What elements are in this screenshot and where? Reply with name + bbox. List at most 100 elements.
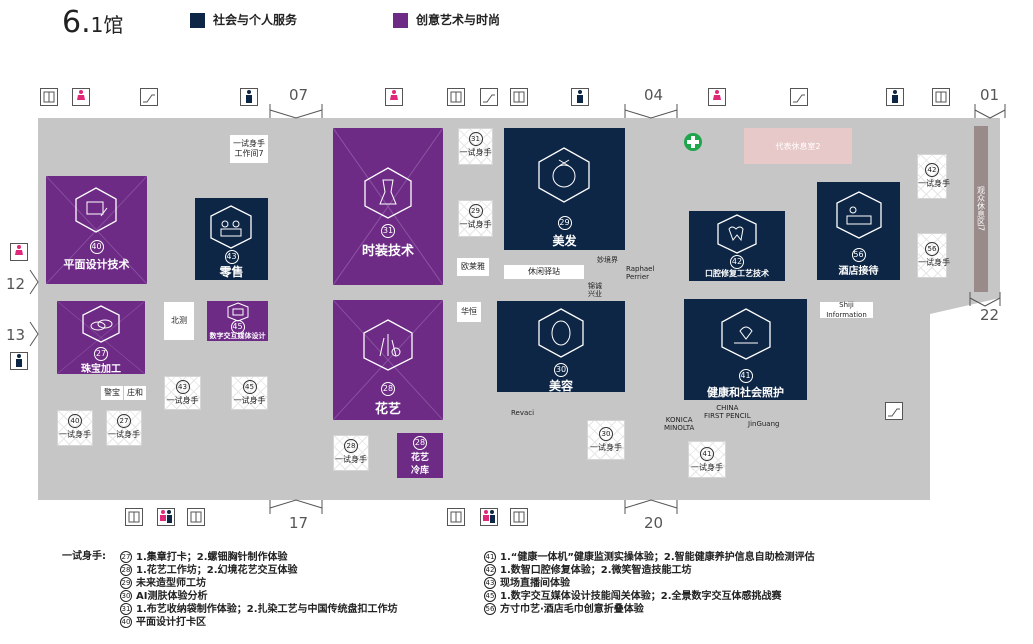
booth-31-fashion-technology[interactable]: 31 时装技术: [333, 128, 443, 285]
footer-item-text: 1.集章打卡；2.螺钿胸针制作体验: [136, 552, 288, 563]
booth-number: 28: [381, 382, 395, 396]
door-01-label: 01: [980, 86, 1000, 104]
booth-43-retail[interactable]: 43 零售: [195, 198, 268, 280]
footer-item: 45 1.数字交互媒体设计技能闯关体验；2.全景数字交互体感挑战赛: [484, 590, 782, 603]
footer-item: 56 方寸巾艺·酒店毛巾创意折叠体验: [484, 603, 644, 616]
exhibitor-china-first-pencil: CHINA FIRST PENCIL: [704, 404, 751, 420]
exhibitor-miaojingjie: 妙境界: [597, 256, 618, 264]
footer-item-text: 1.数字交互媒体设计技能闯关体验；2.全景数字交互体感挑战赛: [500, 591, 782, 602]
womens-restroom-icon: [385, 88, 403, 106]
booth-45-digital-media[interactable]: 45 数字交互媒体设计: [207, 301, 268, 341]
tryon-number: 56: [925, 242, 939, 256]
escalator-icon: [480, 88, 498, 106]
exhibitor-jinguang: JinGuang: [748, 420, 780, 428]
booth-name: 零售: [219, 265, 244, 279]
booth-number: 45: [230, 320, 245, 334]
booth-27-jewellery[interactable]: 27 珠宝加工: [57, 301, 145, 374]
booth-56-hotel-reception[interactable]: 56 酒店接待: [817, 182, 900, 280]
legend-label-social: 社会与个人服务: [213, 13, 298, 27]
tryon-number: 29: [468, 204, 483, 218]
tryon-number: 42: [925, 163, 939, 177]
booth-name: 珠宝加工: [81, 364, 121, 374]
vip-lounge: 代表休息室2: [744, 128, 852, 164]
tryon-label: 一试身手: [459, 220, 492, 229]
escalator-icon: [885, 402, 903, 420]
digital-media-icon: [227, 302, 249, 322]
door-22-label: 22: [980, 306, 1000, 324]
floristry-icon: [363, 319, 413, 371]
booth-41-health-social-care[interactable]: 41 健康和社会照护: [684, 299, 807, 400]
womens-restroom-icon: [708, 88, 726, 106]
booth-42-dental-prosthetics[interactable]: 42 口腔修复工艺技术: [689, 211, 785, 281]
footer-item-number: 40: [120, 616, 132, 628]
booth-number: 31: [381, 224, 395, 238]
booth-name: 口腔修复工艺技术: [705, 269, 769, 278]
tryon-number: 31: [468, 132, 483, 146]
elevator-icon: [447, 88, 465, 106]
tryon-label: 一试身手: [166, 396, 199, 405]
tryon-spot-56[interactable]: 56 一试身手: [917, 233, 950, 278]
booth-name-line2: 冷库: [410, 466, 429, 476]
booth-30-beauty[interactable]: 30 美容: [497, 301, 625, 392]
graphic-design-icon: [75, 187, 117, 233]
footer-item-text: 1.数智口腔修复体验；2.微笑智造技能工坊: [500, 565, 692, 576]
exhibitor-raphael-perrier: Raphael Perrier: [626, 265, 655, 281]
footer-item-number: 56: [484, 603, 496, 615]
tryon-label: 一试身手: [918, 179, 950, 188]
tryon-spot-29[interactable]: 29 一试身手: [458, 200, 493, 237]
footer-item-number: 45: [484, 590, 496, 602]
hall-suffix: 1馆: [90, 13, 124, 37]
booth-40-graphic-design[interactable]: 40 平面设计技术: [46, 176, 147, 284]
door-07-label: 07: [289, 86, 309, 104]
footer-item: 27 1.集章打卡；2.螺钿胸针制作体验: [120, 551, 288, 564]
booth-name: 平面设计技术: [63, 258, 130, 271]
workshop-room-7: 一试身手 工作间7: [230, 135, 268, 163]
booth-28-floristry[interactable]: 28 花艺: [333, 300, 443, 420]
elevator-icon: [125, 508, 143, 526]
booth-number: 43: [224, 250, 239, 264]
booth-28-floristry-cold-storage[interactable]: 28 花艺 冷库: [397, 433, 443, 478]
tryon-label: 一试身手: [233, 396, 266, 405]
restroom-icon: [157, 508, 175, 526]
dental-icon: [717, 214, 757, 254]
elevator-icon: [510, 88, 528, 106]
booth-name: 美发: [552, 234, 577, 248]
footer-item-number: 27: [120, 551, 132, 563]
first-aid-icon: [684, 133, 702, 151]
booth-name: 数字交互媒体设计: [209, 332, 266, 340]
escalator-icon: [790, 88, 808, 106]
tryon-label: 一试身手: [918, 258, 950, 267]
tryon-spot-43[interactable]: 43 一试身手: [164, 376, 201, 410]
tryon-label: 一试身手: [590, 443, 622, 452]
footer-item-text: 方寸巾艺·酒店毛巾创意折叠体验: [500, 604, 644, 615]
footer-item-number: 42: [484, 564, 496, 576]
tryon-number: 43: [175, 380, 190, 394]
booth-29-hairdressing[interactable]: 29 美发: [504, 128, 625, 250]
booth-name: 时装技术: [361, 244, 414, 259]
elevator-icon: [447, 508, 465, 526]
footer-item: 40 平面设计打卡区: [120, 616, 206, 629]
tryon-spot-42[interactable]: 42 一试身手: [917, 154, 950, 199]
door-12-label: 12: [6, 275, 26, 293]
hall-title: 6.1馆: [62, 6, 123, 42]
booth-name-line1: 花艺: [410, 453, 429, 463]
hotel-reception-icon: [836, 191, 882, 239]
footer-item-text: 平面设计打卡区: [136, 617, 206, 628]
exhibitor-revaci: Revaci: [511, 409, 535, 417]
door-17-label: 17: [289, 514, 309, 532]
footer-item-number: 43: [484, 577, 496, 589]
booth-name: 健康和社会照护: [707, 386, 784, 399]
footer-item-text: 1.“健康一体机”健康监测实操体验；2.智能健康养护信息自助检测评估: [500, 552, 815, 563]
womens-restroom-icon: [10, 243, 28, 261]
